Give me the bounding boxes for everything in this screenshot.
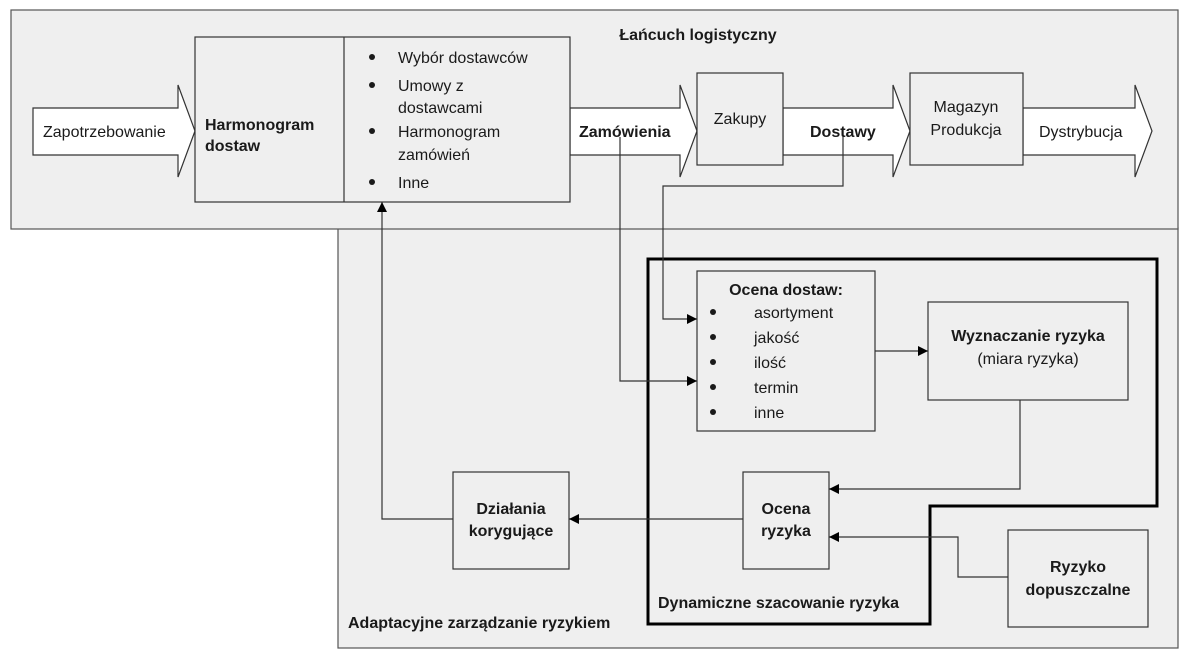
assessment-item-other: inne: [754, 405, 784, 422]
risk-assessment-line2: ryzyka: [761, 523, 811, 540]
assessment-bullet: [710, 334, 716, 340]
deliveries-to-assessment-connector: [662, 137, 844, 324]
acceptable-risk-box: [1007, 529, 1149, 628]
risk-assessment-line1: Ocena: [762, 501, 811, 518]
acceptable-risk-line1: Ryzyko: [1050, 559, 1106, 576]
schedule-bullet: [369, 82, 375, 88]
delivery-assessment-box: [696, 270, 876, 432]
risk-determination-to-assessment-connector: [829, 400, 1021, 494]
assessment-item-quantity: ilość: [754, 355, 786, 372]
risk-determination-box: [927, 301, 1129, 401]
assessment-bullet: [710, 309, 716, 315]
corrective-actions-line1: Działania: [476, 501, 545, 518]
delivery-schedule-title-line2: dostaw: [205, 138, 261, 155]
dynamic-risk-frame: [646, 257, 1159, 626]
schedule-bullet: [369, 179, 375, 185]
demand-label: Zapotrzebowanie: [43, 124, 166, 141]
assessment-item-assortment: asortyment: [754, 305, 834, 322]
logistics-chain-title: Łańcuch logistyczny: [619, 27, 776, 44]
warehouse-line1: Magazyn: [934, 99, 999, 116]
assessment-item-term: termin: [754, 380, 798, 397]
corrective-actions-line2: korygujące: [469, 523, 554, 540]
corrective-actions-box: [452, 471, 570, 570]
schedule-bullet: [369, 128, 375, 134]
schedule-item-contracts-line2: dostawcami: [398, 100, 482, 117]
schedule-bullet: [369, 54, 375, 60]
orders-arrow: [569, 84, 698, 178]
warehouse-line2: Produkcja: [930, 122, 1001, 139]
schedule-item-orders-line1: Harmonogram: [398, 124, 500, 141]
corrective-actions-to-schedule-connector: [377, 202, 453, 520]
assessment-bullet: [710, 409, 716, 415]
acceptable-risk-line2: dopuszczalne: [1026, 582, 1131, 599]
deliveries-arrow: [782, 84, 911, 178]
risk-determination-subtitle: (miara ryzyka): [977, 351, 1078, 368]
dynamic-risk-title: Dynamiczne szacowanie ryzyka: [658, 595, 899, 612]
schedule-item-orders-line2: zamówień: [398, 147, 470, 164]
purchasing-box: [696, 72, 784, 166]
schedule-item-suppliers: Wybór dostawców: [398, 50, 528, 67]
warehouse-box: [909, 72, 1024, 166]
delivery-schedule-title-line1: Harmonogram: [205, 117, 314, 134]
assessment-item-quality: jakość: [753, 330, 799, 347]
distribution-arrow: [1022, 84, 1153, 178]
distribution-label: Dystrybucja: [1039, 124, 1123, 141]
assessment-bullet: [710, 384, 716, 390]
schedule-item-contracts-line1: Umowy z: [398, 78, 464, 95]
delivery-schedule-box: [194, 36, 571, 203]
risk-assessment-box: [742, 471, 830, 570]
orders-label: Zamówienia: [579, 124, 671, 141]
assessment-bullet: [710, 359, 716, 365]
deliveries-label: Dostawy: [810, 124, 876, 141]
schedule-item-other: Inne: [398, 175, 429, 192]
acceptable-risk-to-assessment-connector: [829, 532, 1008, 578]
delivery-assessment-title: Ocena dostaw:: [729, 282, 843, 299]
risk-determination-title: Wyznaczanie ryzyka: [951, 328, 1105, 345]
orders-to-assessment-connector: [619, 137, 697, 386]
demand-arrow: [32, 84, 196, 178]
adaptive-risk-title: Adaptacyjne zarządzanie ryzykiem: [348, 615, 610, 632]
purchasing-label: Zakupy: [714, 111, 766, 128]
